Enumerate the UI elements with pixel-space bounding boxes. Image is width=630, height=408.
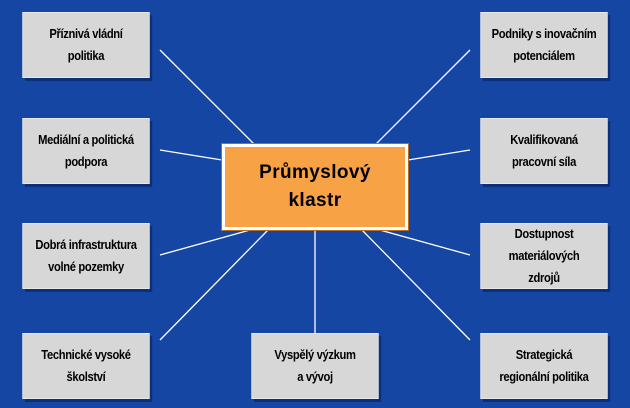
factor-label: Technické vysoké školství	[41, 347, 131, 384]
factor-technical-universities: Technické vysoké školství	[22, 333, 150, 399]
factor-label: Dostupnost materiálových zdrojů	[508, 226, 580, 285]
factor-advanced-research: Vyspělý výzkum a vývoj	[251, 333, 379, 399]
factor-media-political-support: Mediální a politická podpora	[22, 118, 150, 184]
factor-regional-policy: Strategická regionální politika	[480, 333, 608, 399]
connector-regional-policy	[361, 229, 471, 341]
factor-innovative-businesses: Podniky s inovačním potenciálem	[480, 12, 608, 78]
connector-innovative-businesses	[375, 49, 471, 145]
factor-label: Kvalifikovaná pracovní síla	[510, 132, 578, 169]
factor-label: Vyspělý výzkum a vývoj	[274, 347, 356, 384]
factor-favorable-policy: Příznivá vládní politika	[22, 12, 150, 78]
factor-label: Strategická regionální politika	[499, 347, 589, 384]
center-node-label: Průmyslový klastr	[259, 162, 371, 211]
factor-label: Příznivá vládní politika	[49, 26, 123, 63]
factor-material-resources: Dostupnost materiálových zdrojů	[480, 223, 608, 289]
factor-infrastructure-land: Dobrá infrastruktura volné pozemky	[22, 223, 150, 289]
connector-infrastructure-land	[159, 229, 251, 256]
connector-media-political-support	[159, 149, 223, 161]
connector-technical-universities	[159, 229, 269, 341]
center-node-industrial-cluster: Průmyslový klastr	[221, 143, 409, 231]
connector-favorable-policy	[159, 49, 255, 145]
factor-label: Podniky s inovačním potenciálem	[491, 26, 597, 63]
connector-qualified-workforce	[407, 149, 471, 161]
factor-qualified-workforce: Kvalifikovaná pracovní síla	[480, 118, 608, 184]
connector-material-resources	[379, 229, 471, 256]
factor-label: Dobrá infrastruktura volné pozemky	[35, 237, 137, 274]
factor-label: Mediální a politická podpora	[38, 132, 134, 169]
